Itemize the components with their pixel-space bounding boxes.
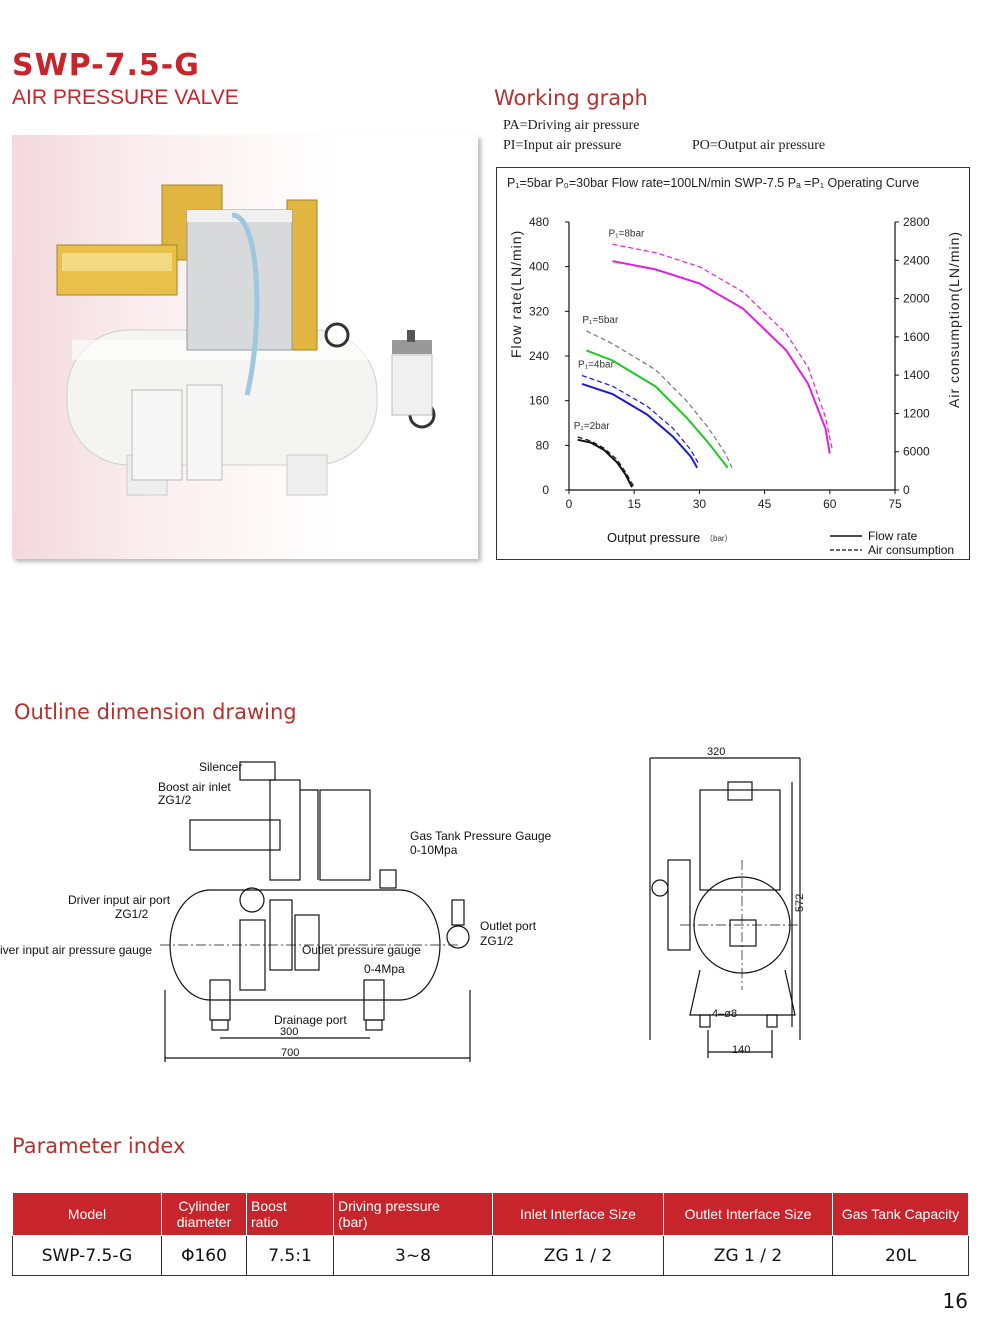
- header-tank: Gas Tank Capacity: [832, 1192, 969, 1236]
- flow-rate-line: [586, 349, 729, 469]
- booster-illustration: [56, 184, 436, 496]
- y-right-tick-label: 2400: [903, 253, 930, 267]
- y-left-label: Flow rate(LN/min): [508, 230, 524, 358]
- chart-svg: P₁=5bar P₀=30bar Flow rate=100LN/min SWP…: [507, 176, 962, 557]
- cell-cylinder: Φ160: [161, 1235, 247, 1276]
- air-consumption-line: [612, 243, 833, 449]
- x-tick-label: 15: [628, 497, 642, 511]
- x-axis-label: Output pressure: [607, 530, 700, 545]
- label-outlet-gauge-range: 0-4Mpa: [364, 962, 405, 976]
- header-outlet: Outlet Interface Size: [663, 1192, 833, 1236]
- outline-section-title: Outline dimension drawing: [14, 700, 297, 724]
- flow-rate-line: [612, 260, 831, 454]
- cell-boost: 7.5:1: [246, 1235, 334, 1276]
- header-driving-pressure: Driving pressure(bar): [333, 1192, 493, 1236]
- x-tick-label: 60: [823, 497, 837, 511]
- dim-320: 320: [707, 746, 725, 758]
- y-right-tick-label: 1200: [903, 406, 930, 420]
- working-graph-title: Working graph: [494, 86, 648, 110]
- y-left-tick-label: 80: [536, 438, 550, 452]
- legend-pa: PA=Driving air pressure: [503, 118, 640, 133]
- cell-tank: 20L: [832, 1235, 969, 1276]
- chart-title: P₁=5bar P₀=30bar Flow rate=100LN/min SWP…: [507, 176, 919, 190]
- x-tick-label: 45: [758, 497, 772, 511]
- series-label: P₁=2bar: [574, 421, 611, 432]
- dim-140: 140: [732, 1044, 750, 1056]
- dim-300: 300: [280, 1026, 298, 1038]
- y-left-tick-label: 240: [529, 349, 549, 363]
- y-right-tick-label: 2000: [903, 292, 930, 306]
- outline-drawing: Silencer Boost air inlet ZG1/2 Gas Tank …: [0, 746, 806, 1062]
- y-right-tick-label: 1600: [903, 330, 930, 344]
- label-gas-tank-gauge: Gas Tank Pressure Gauge: [410, 829, 552, 843]
- dim-holes: 4–ø8: [712, 1008, 737, 1020]
- y-left-tick-label: 0: [542, 483, 549, 497]
- y-left-tick-label: 320: [529, 304, 549, 318]
- series-label: P₁=4bar: [578, 360, 615, 371]
- label-outlet-gauge: Outlet pressure gauge: [302, 943, 421, 957]
- label-boost-inlet-size: ZG1/2: [158, 793, 192, 807]
- label-gas-tank-gauge-range: 0-10Mpa: [410, 843, 458, 857]
- x-tick-label: 0: [566, 497, 573, 511]
- label-outlet-port-size: ZG1/2: [480, 934, 514, 948]
- legend-flow-rate: Flow rate: [868, 529, 918, 543]
- label-outlet-port: Outlet port: [480, 919, 537, 933]
- y-left-tick-label: 400: [529, 260, 549, 274]
- label-driver-gauge: iver input air pressure gauge: [0, 943, 152, 957]
- y-right-tick-label: 2800: [903, 215, 930, 229]
- y-right-tick-label: 6000: [903, 445, 930, 459]
- legend-air-consumption: Air consumption: [868, 543, 954, 557]
- table-row: SWP-7.5-G Φ160 7.5:1 3~8 ZG 1 / 2 ZG 1 /…: [12, 1235, 969, 1276]
- cell-driving-pressure: 3~8: [333, 1235, 493, 1276]
- cell-model: SWP-7.5-G: [12, 1235, 162, 1276]
- flow-rate-line: [581, 382, 699, 469]
- y-left-tick-label: 480: [529, 215, 549, 229]
- cell-outlet: ZG 1 / 2: [663, 1235, 833, 1276]
- dim-700: 700: [281, 1047, 299, 1059]
- air-consumption-line: [581, 374, 700, 466]
- flow-rate-line: [577, 438, 633, 488]
- x-axis-unit: （bar）: [705, 534, 733, 543]
- label-driver-input-port: Driver input air port: [68, 893, 171, 907]
- legend-po: PO=Output air pressure: [692, 138, 826, 153]
- header-model: Model: [12, 1192, 162, 1236]
- y-right-tick-label: 0: [903, 483, 910, 497]
- legend-pi: PI=Input air pressure: [503, 138, 622, 153]
- working-graph-chart: P₁=5bar P₀=30bar Flow rate=100LN/min SWP…: [496, 167, 970, 560]
- y-right-tick-label: 1400: [903, 368, 930, 382]
- header-inlet: Inlet Interface Size: [492, 1192, 664, 1236]
- x-tick-label: 30: [693, 497, 707, 511]
- page-number: 16: [942, 1289, 968, 1313]
- label-drainage-port: Drainage port: [274, 1013, 347, 1027]
- air-consumption-line: [586, 330, 733, 468]
- dim-572: 572: [794, 894, 806, 912]
- product-model-title: SWP-7.5-G: [12, 48, 200, 83]
- label-boost-inlet: Boost air inlet: [158, 780, 231, 794]
- x-tick-label: 75: [888, 497, 902, 511]
- series-label: P₁=5bar: [582, 315, 619, 326]
- cell-inlet: ZG 1 / 2: [492, 1235, 664, 1276]
- series-label: P₁=8bar: [608, 228, 645, 239]
- y-left-tick-label: 160: [529, 394, 549, 408]
- label-silencer: Silencer: [199, 760, 242, 774]
- product-subtitle: AIR PRESSURE VALVE: [12, 86, 239, 109]
- y-right-label: Air consumption(LN/min): [946, 231, 962, 408]
- parameter-section-title: Parameter index: [12, 1134, 186, 1158]
- air-consumption-line: [577, 436, 635, 488]
- label-driver-input-port-size: ZG1/2: [115, 907, 149, 921]
- product-photo: [12, 135, 478, 559]
